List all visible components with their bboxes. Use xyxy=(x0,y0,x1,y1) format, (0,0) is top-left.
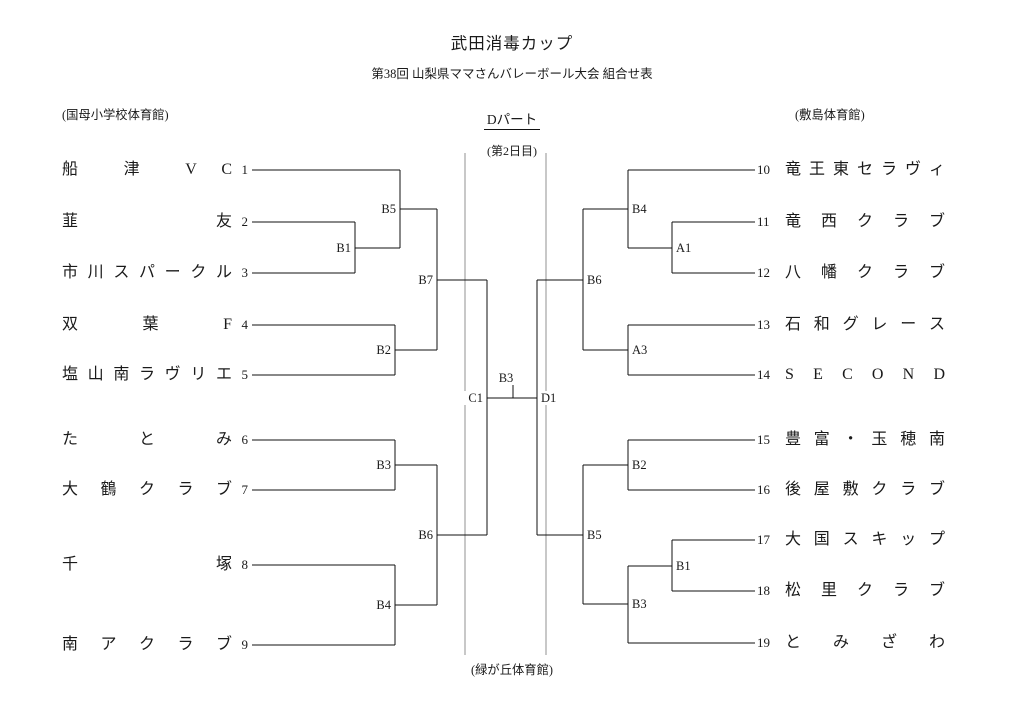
team-name-yawata-club: 八 幡 ク ラ ブ xyxy=(785,264,945,281)
team-seed-1: 1 xyxy=(241,162,249,177)
match-label-right-b4: B4 xyxy=(632,202,658,216)
team-seed-16: 16 xyxy=(757,482,770,497)
match-label-left-b6: B6 xyxy=(407,528,433,542)
team-seed-11: 11 xyxy=(757,214,770,229)
team-seed-3: 3 xyxy=(241,265,249,280)
team-name-second: S E C O N D xyxy=(785,366,945,383)
match-label-right-b5: B5 xyxy=(587,528,613,542)
team-name-isawa-grace: 石 和 グ レ ー ス xyxy=(785,316,945,333)
team-name-goyashiki-club: 後 屋 敷 ク ラ ブ xyxy=(785,481,945,498)
team-name-funatsu-vc: 船 津 V C xyxy=(62,161,232,178)
match-label-left-b1: B1 xyxy=(325,241,351,255)
match-label-right-b3: B3 xyxy=(632,597,658,611)
match-label-semifinal-c1: C1 xyxy=(457,391,483,405)
match-label-right-a1: A1 xyxy=(676,241,702,255)
team-name-futaba-f: 双 葉 F xyxy=(62,316,232,333)
match-label-left-b7: B7 xyxy=(407,273,433,287)
day-label: (第2日目) xyxy=(487,144,537,158)
team-name-enzan-minami-lavrier: 塩 山 南 ラ ヴ リ エ xyxy=(62,366,232,383)
venue-right-label: (敷島体育館) xyxy=(795,108,865,122)
match-label-left-b2: B2 xyxy=(365,343,391,357)
team-name-ichikawa-sparkle: 市 川 ス パ ー ク ル xyxy=(62,264,232,281)
match-label-left-b4: B4 xyxy=(365,598,391,612)
match-label-final-b3: B3 xyxy=(492,371,520,385)
left-bracket-lines xyxy=(252,169,513,646)
team-name-tatomi: た と み xyxy=(62,431,232,448)
team-seed-7: 7 xyxy=(241,482,249,497)
match-label-right-a3: A3 xyxy=(632,343,658,357)
team-seed-9: 9 xyxy=(241,637,249,652)
team-seed-10: 10 xyxy=(757,162,770,177)
team-seed-18: 18 xyxy=(757,583,770,598)
team-name-tomizawa: と み ざ わ xyxy=(785,634,945,651)
team-seed-6: 6 xyxy=(241,432,249,447)
team-seed-14: 14 xyxy=(757,367,770,382)
venue-bottom-label: (緑が丘体育館) xyxy=(471,663,553,677)
match-label-semifinal-d1: D1 xyxy=(541,391,567,405)
team-name-toyotomi-tamaho-minami: 豊 富 ・ 玉 穂 南 xyxy=(785,431,945,448)
team-name-otsuru-club: 大 鶴 ク ラ ブ xyxy=(62,481,232,498)
team-name-minami-a-club: 南 ア ク ラ ブ xyxy=(62,636,232,653)
venue-left-label: (国母小学校体育館) xyxy=(62,108,169,122)
right-bracket-lines xyxy=(513,169,755,644)
match-label-left-b5: B5 xyxy=(370,202,396,216)
team-name-ryusei-club: 竜 西 ク ラ ブ xyxy=(785,213,945,230)
team-seed-5: 5 xyxy=(241,367,249,382)
match-label-right-b2: B2 xyxy=(632,458,658,472)
team-seed-12: 12 xyxy=(757,265,770,280)
team-name-matsuri-club: 松 里 ク ラ ブ xyxy=(785,582,945,599)
team-name-nirayu: 韮 友 xyxy=(62,213,232,230)
match-label-right-b1: B1 xyxy=(676,559,702,573)
page-subtitle: 第38回 山梨県ママさんバレーボール大会 組合せ表 xyxy=(371,67,653,81)
team-seed-4: 4 xyxy=(241,317,249,332)
section-label: Dパート xyxy=(0,108,1024,130)
team-seed-13: 13 xyxy=(757,317,770,332)
section-label-text: Dパート xyxy=(483,108,541,130)
team-seed-2: 2 xyxy=(241,214,249,229)
team-name-okuni-skip: 大 国 ス キ ッ プ xyxy=(785,531,945,548)
match-label-left-b3: B3 xyxy=(365,458,391,472)
team-seed-17: 17 xyxy=(757,532,770,547)
page-title: 武田消毒カップ xyxy=(450,34,574,53)
match-label-right-b6: B6 xyxy=(587,273,613,287)
team-seed-19: 19 xyxy=(757,635,770,650)
team-name-ryuo-higashi-seravi: 竜 王 東 セ ラ ヴ ィ xyxy=(785,161,945,178)
team-name-chizuka: 千 塚 xyxy=(62,556,232,573)
team-seed-15: 15 xyxy=(757,432,770,447)
team-seed-8: 8 xyxy=(241,557,249,572)
